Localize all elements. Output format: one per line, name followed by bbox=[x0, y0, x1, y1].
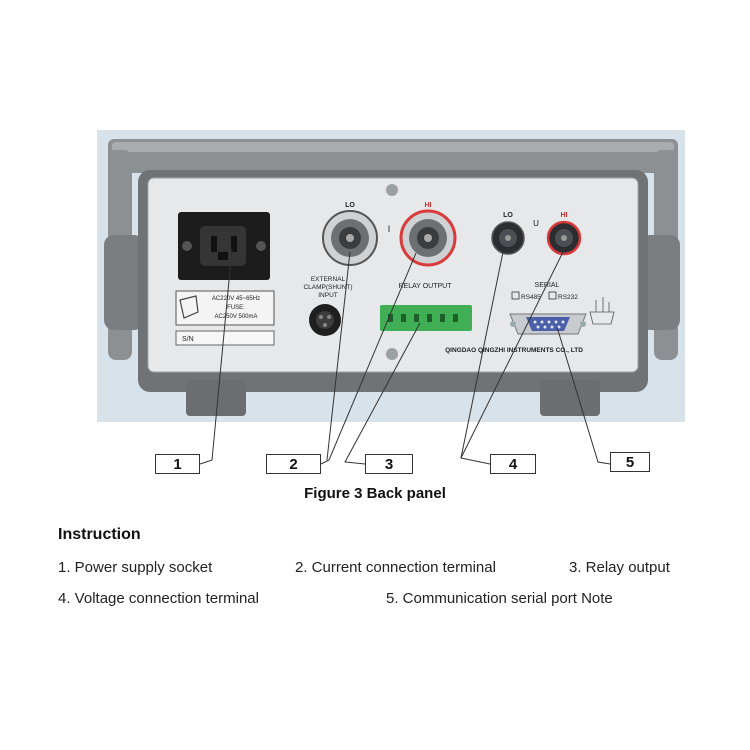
callout-3: 3 bbox=[365, 454, 413, 474]
voltage-hi-label: HI bbox=[561, 212, 568, 219]
power-supply-socket bbox=[178, 212, 270, 280]
serial-port bbox=[509, 313, 587, 335]
instruction-item-2: 2. Current connection terminal bbox=[295, 559, 496, 576]
instruction-item-5: 5. Communication serial port Note bbox=[386, 590, 613, 607]
sn-label: S/N bbox=[182, 336, 194, 343]
leader-line-2b bbox=[326, 251, 351, 461]
back-panel-illustration: AC220V 45~65Hz FUSE: AC250V 500mA S/N LO… bbox=[97, 130, 685, 465]
rating-line-1: AC220V 45~65Hz bbox=[212, 296, 260, 302]
current-lo-terminal bbox=[322, 210, 378, 266]
leader-line-5 bbox=[556, 326, 611, 465]
current-hi-label: HI bbox=[425, 202, 432, 209]
serial-pinout-diagram bbox=[589, 297, 615, 325]
voltage-hi-terminal bbox=[546, 220, 582, 256]
leader-line-2a bbox=[320, 252, 417, 465]
callout-4: 4 bbox=[490, 454, 536, 474]
left-foot bbox=[186, 380, 246, 416]
leader-line-1 bbox=[199, 248, 233, 465]
leader-line-3 bbox=[344, 322, 421, 465]
rating-line-2: FUSE: bbox=[227, 305, 245, 311]
leader-line-4b bbox=[460, 251, 564, 459]
top-screw bbox=[386, 184, 398, 196]
external-clamp-label-1: EXTERNAL bbox=[311, 276, 346, 283]
current-symbol: I bbox=[388, 224, 391, 234]
instruction-item-4: 4. Voltage connection terminal bbox=[58, 590, 259, 607]
voltage-lo-terminal bbox=[491, 221, 525, 255]
figure-caption: Figure 3 Back panel bbox=[304, 485, 446, 502]
current-hi-terminal bbox=[399, 209, 457, 267]
rs232-label: RS232 bbox=[558, 294, 578, 301]
right-foot bbox=[540, 380, 600, 416]
relay-output-label: RELAY OUTPUT bbox=[398, 283, 452, 290]
callout-1: 1 bbox=[155, 454, 200, 474]
instruction-item-3: 3. Relay output bbox=[569, 559, 670, 576]
serial-label: SERIAL bbox=[535, 282, 560, 289]
rs232-checkbox bbox=[548, 291, 557, 300]
external-clamp-socket bbox=[309, 304, 341, 336]
rs485-label: RS485 bbox=[521, 294, 541, 301]
instruction-item-1: 1. Power supply socket bbox=[58, 559, 213, 576]
external-clamp-label-2: CLAMP(SHUNT) bbox=[303, 284, 352, 291]
voltage-lo-label: LO bbox=[503, 212, 513, 219]
serial-number-plate: S/N bbox=[175, 330, 275, 346]
rating-line-3: AC250V 500mA bbox=[214, 314, 257, 320]
external-clamp-label-3: INPUT bbox=[318, 292, 338, 299]
bottom-screw bbox=[386, 348, 398, 360]
instruction-title: Instruction bbox=[58, 526, 141, 543]
leader-lines bbox=[199, 248, 611, 465]
current-lo-label: LO bbox=[345, 202, 355, 209]
relay-output-terminal bbox=[380, 305, 472, 331]
voltage-symbol: U bbox=[533, 219, 539, 228]
carrying-handle bbox=[104, 139, 680, 360]
rs485-checkbox bbox=[511, 291, 520, 300]
callout-2: 2 bbox=[266, 454, 321, 474]
callout-5: 5 bbox=[610, 452, 650, 472]
